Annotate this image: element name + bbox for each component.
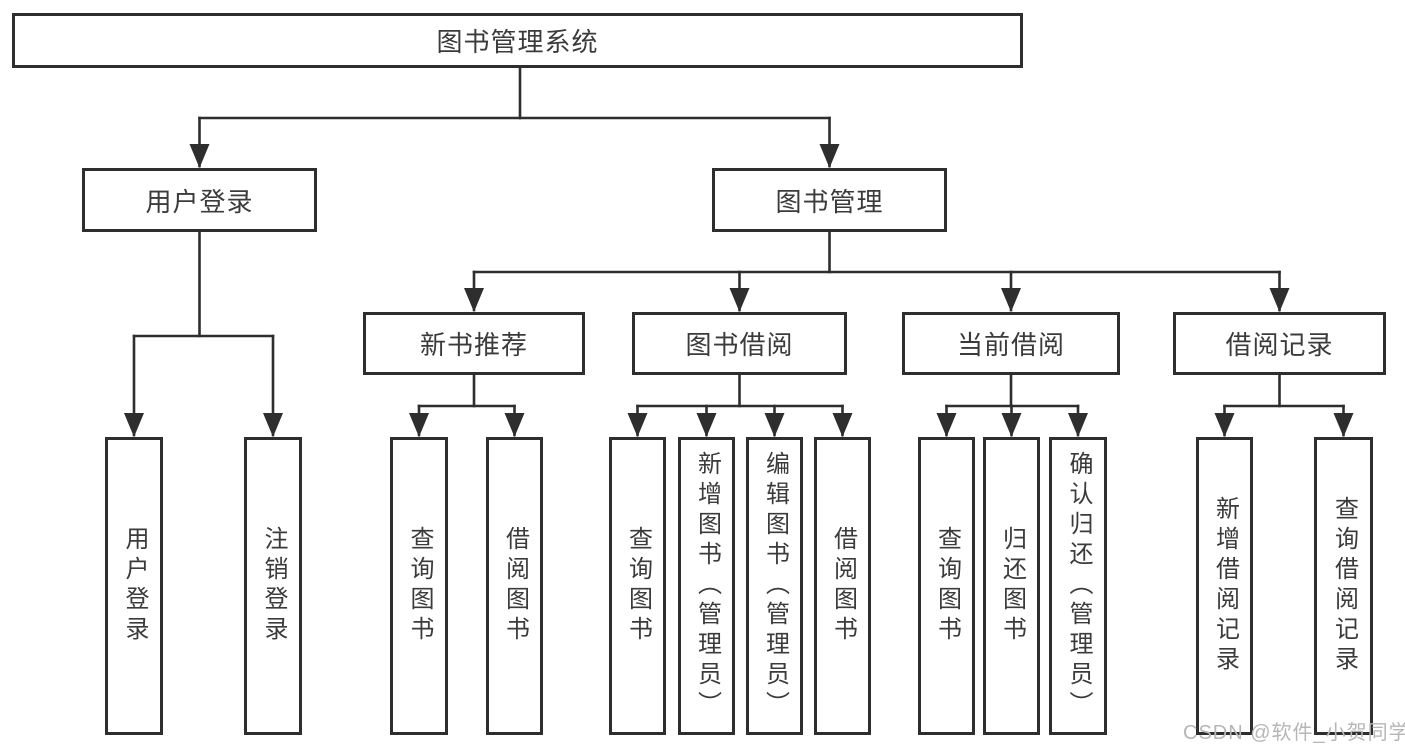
node-cb-query-book: 查询图书: [918, 437, 975, 735]
node-br-add-record: 新增借阅记录: [1196, 437, 1253, 735]
node-book-mgmt: 图书管理: [712, 168, 947, 232]
arrowhead-icon: [729, 288, 750, 312]
arrowhead-icon: [819, 144, 840, 168]
node-user-login: 用户登录: [82, 168, 317, 232]
arrowhead-icon: [1214, 413, 1235, 437]
arrowhead-icon: [1068, 413, 1088, 437]
node-bb-add-book: 新增图书（管理员）: [678, 437, 735, 735]
arrowhead-icon: [464, 288, 484, 312]
node-login-leaf: 用户登录: [105, 437, 163, 735]
arrowhead-icon: [263, 413, 283, 437]
arrowhead-icon: [409, 413, 429, 437]
node-borrow-records: 借阅记录: [1173, 312, 1386, 375]
arrowhead-icon: [124, 413, 144, 437]
watermark: CSDN @软件_小贺同学: [1183, 722, 1405, 744]
arrowhead-icon: [627, 413, 648, 437]
node-book-borrow: 图书借阅: [632, 312, 847, 375]
node-cb-confirm-return: 确认归还（管理员）: [1049, 437, 1107, 735]
node-rec-query-book: 查询图书: [390, 437, 448, 735]
node-new-book-rec: 新书推荐: [363, 312, 585, 375]
arrowhead-icon: [764, 413, 785, 437]
arrowhead-icon: [936, 413, 957, 437]
node-br-query-record: 查询借阅记录: [1314, 437, 1373, 735]
arrowhead-icon: [189, 144, 210, 168]
arrowhead-icon: [1269, 288, 1290, 312]
node-bb-query-book: 查询图书: [609, 437, 666, 735]
node-rec-borrow-book: 借阅图书: [486, 437, 543, 735]
arrowhead-icon: [1001, 413, 1022, 437]
node-root: 图书管理系统: [12, 13, 1023, 68]
arrowhead-icon: [696, 413, 717, 437]
arrowhead-icon: [1001, 288, 1021, 312]
node-bb-edit-book: 编辑图书（管理员）: [746, 437, 803, 735]
arrowhead-icon: [504, 413, 525, 437]
arrowhead-icon: [832, 413, 853, 437]
node-cb-return-book: 归还图书: [983, 437, 1040, 735]
node-current-borrow: 当前借阅: [902, 312, 1120, 375]
arrowhead-icon: [1333, 413, 1354, 437]
node-logout-leaf: 注销登录: [244, 437, 302, 735]
node-bb-borrow-book: 借阅图书: [814, 437, 871, 735]
